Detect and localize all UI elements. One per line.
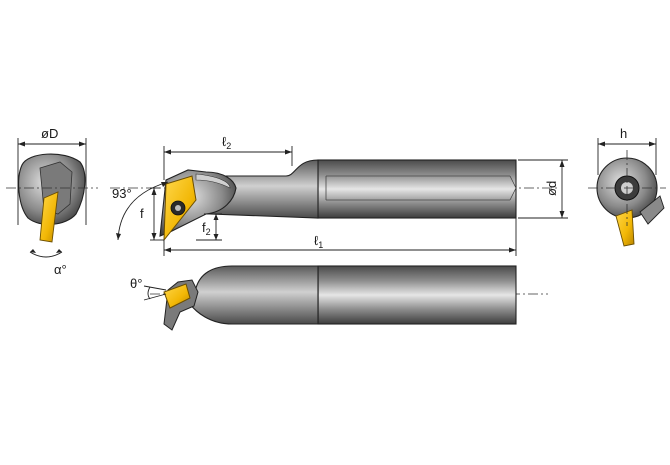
l1-arrow-right — [509, 247, 516, 253]
top-head-highlight — [195, 173, 231, 189]
od-arrow-bottom — [559, 211, 565, 218]
h-label: h — [620, 126, 627, 141]
l2-label-main: ℓ — [222, 134, 227, 149]
l2-arrow-left — [164, 149, 171, 155]
oD-arrow-right — [79, 141, 86, 147]
theta-line-2 — [143, 293, 167, 301]
top-shank — [317, 159, 517, 219]
f-label: f — [140, 206, 144, 221]
main-top-view: ℓ2 f f2 93° ℓ1 ød — [110, 134, 568, 256]
f2-label-main: f — [202, 220, 206, 235]
l1-label: ℓ1 — [314, 233, 323, 250]
theta-label: θ° — [130, 276, 142, 291]
bottom-insert — [163, 283, 191, 309]
bottom-neck — [189, 265, 319, 325]
angle-93-arrow-bottom — [116, 233, 121, 240]
bottom-side-view: θ° — [130, 265, 548, 331]
l1-arrow-left — [164, 247, 171, 253]
alpha-label: α° — [54, 262, 67, 277]
alpha-arrow-right — [56, 249, 62, 253]
f2-arrow-bottom — [213, 234, 219, 240]
l1-label-sub: 1 — [318, 240, 323, 250]
right-end-view: h — [588, 126, 666, 247]
h-arrow-left — [598, 141, 605, 147]
f2-label: f2 — [202, 220, 211, 237]
alpha-arrow-left — [30, 249, 36, 253]
left-insert — [39, 191, 59, 243]
l2-label-sub: 2 — [226, 141, 231, 151]
theta-line-1 — [143, 285, 167, 291]
l2-label: ℓ2 — [222, 134, 231, 151]
angle-93-label: 93° — [112, 186, 132, 201]
h-arrow-right — [649, 141, 656, 147]
angle-93-arrow-top — [161, 182, 168, 187]
l1-label-main: ℓ — [314, 233, 319, 248]
l2-arrow-right — [285, 149, 292, 155]
insert-screw-hole — [175, 205, 181, 211]
alpha-arc — [29, 251, 63, 258]
oD-label: øD — [41, 126, 58, 141]
right-insert — [615, 209, 635, 247]
od-label: ød — [544, 181, 559, 196]
angle-93-arc — [117, 181, 169, 241]
theta-arc — [147, 286, 151, 300]
shank-chamfer-top — [509, 175, 517, 189]
f-arrow-top — [151, 188, 157, 195]
od-arrow-top — [559, 160, 565, 167]
f2-arrow-top — [213, 214, 219, 220]
right-head-tip — [639, 195, 665, 225]
shank-chamfer-bottom — [509, 187, 517, 201]
oD-arrow-left — [18, 141, 25, 147]
left-end-view: øD α° — [6, 126, 98, 277]
f2-label-sub: 2 — [206, 227, 211, 237]
bottom-shank — [317, 265, 517, 325]
top-neck — [209, 159, 319, 219]
f-arrow-bottom — [151, 233, 157, 240]
